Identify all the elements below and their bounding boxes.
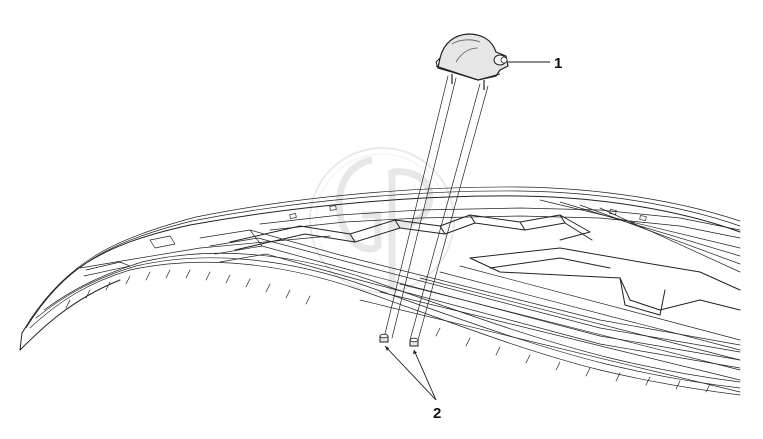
fastener-part xyxy=(379,333,419,347)
callout-2-label: 2 xyxy=(433,405,441,422)
antenna-part xyxy=(435,33,509,90)
callout-1: 1 xyxy=(508,55,562,72)
callout-2-leader-b xyxy=(413,349,437,401)
callout-2: 2 xyxy=(384,345,441,422)
explode-lines xyxy=(383,75,489,341)
callout-2-leader-a xyxy=(384,345,437,401)
roof-panel xyxy=(19,186,741,396)
callout-1-label: 1 xyxy=(554,55,562,72)
